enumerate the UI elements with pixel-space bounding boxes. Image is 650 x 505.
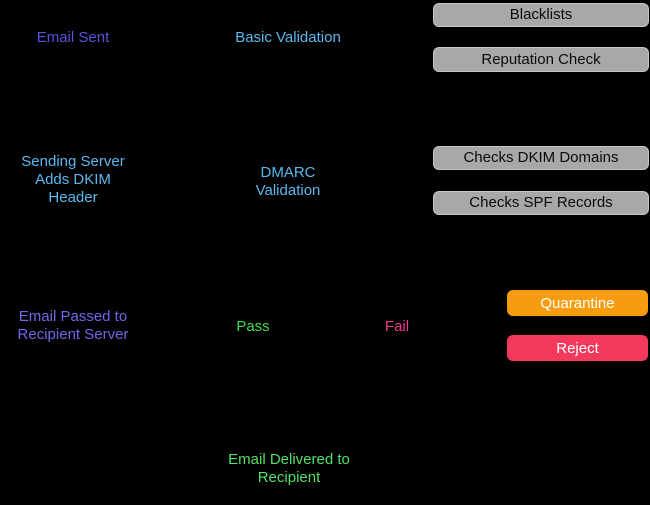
blacklists-button[interactable]: Blacklists (433, 3, 649, 27)
node-line: Recipient Server (17, 326, 129, 343)
node-email-delivered-to-recipient: Email Delivered to Recipient (214, 451, 364, 487)
node-line: Header (48, 189, 98, 206)
node-line: DMARC (260, 164, 316, 181)
quarantine-button[interactable]: Quarantine (507, 290, 648, 316)
node-line: Email Passed to (18, 308, 128, 325)
node-line: Recipient (257, 469, 321, 486)
node-sending-server-adds-dkim-header: Sending Server Adds DKIM Header (13, 153, 133, 207)
node-line: Adds DKIM (35, 171, 111, 188)
node-line: Email Delivered to (228, 451, 350, 468)
reject-button[interactable]: Reject (507, 335, 648, 361)
reputation-check-button[interactable]: Reputation Check (433, 47, 649, 72)
node-pass-label: Pass (236, 318, 270, 335)
node-email-sent: Email Sent (36, 29, 110, 46)
checks-dkim-domains-button[interactable]: Checks DKIM Domains (433, 146, 649, 170)
node-line: Validation (255, 182, 321, 199)
node-dmarc-validation: DMARC Validation (228, 164, 348, 200)
node-fail-label: Fail (384, 318, 410, 335)
node-email-passed-to-recipient-server: Email Passed to Recipient Server (3, 308, 143, 344)
node-line: Sending Server (21, 153, 125, 170)
checks-spf-records-button[interactable]: Checks SPF Records (433, 191, 649, 215)
node-basic-validation: Basic Validation (235, 29, 341, 46)
